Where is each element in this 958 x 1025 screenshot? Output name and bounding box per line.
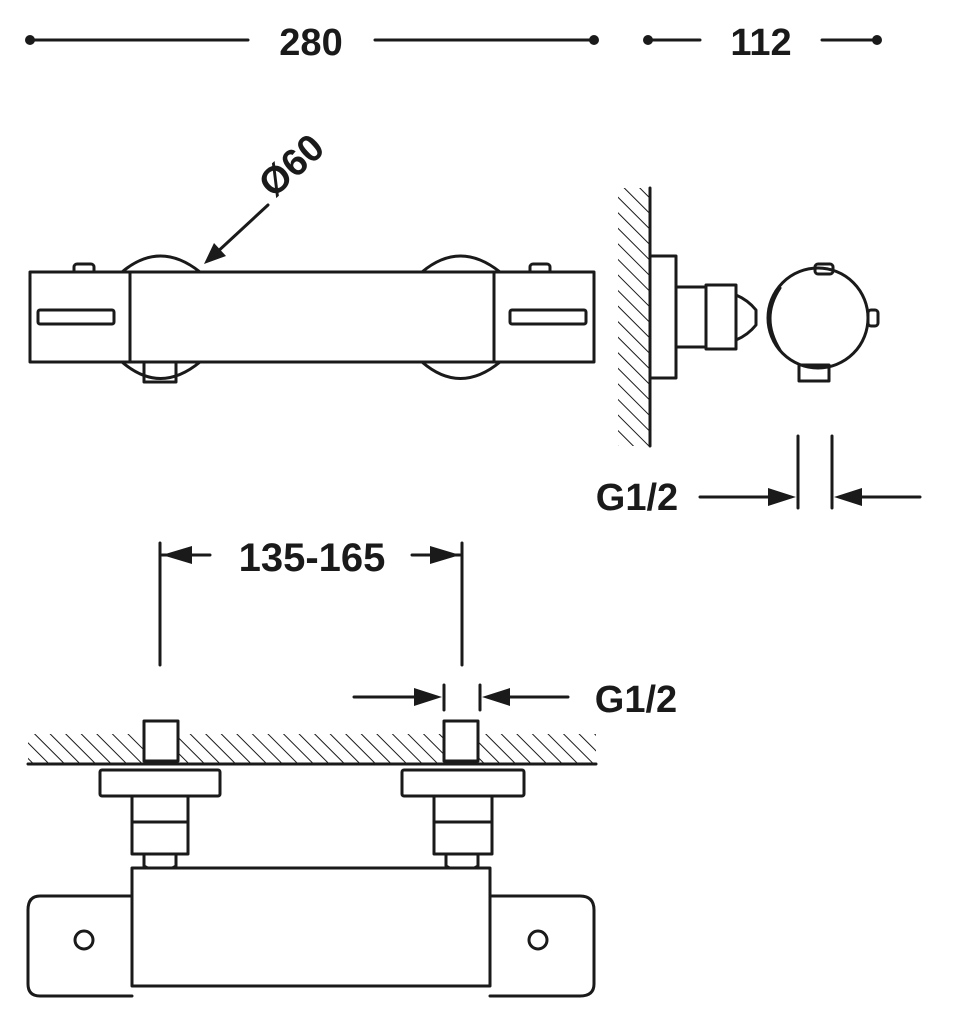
- dimension-280: [25, 35, 599, 45]
- side-view: [618, 186, 922, 510]
- label-connection-bottom: G1/2: [595, 679, 677, 721]
- top-view: [26, 719, 598, 998]
- label-connection-side: G1/2: [596, 477, 678, 519]
- diameter-leader: [204, 203, 270, 264]
- dimension-135-165: [158, 541, 464, 667]
- front-view: [28, 254, 596, 384]
- dimension-112: [643, 35, 882, 45]
- label-overall-width: 280: [279, 22, 342, 64]
- label-depth: 112: [730, 22, 791, 64]
- connection-bottom-arrows: [352, 683, 570, 712]
- label-center-distance: 135-165: [239, 536, 386, 580]
- label-diameter: Ø60: [251, 126, 332, 205]
